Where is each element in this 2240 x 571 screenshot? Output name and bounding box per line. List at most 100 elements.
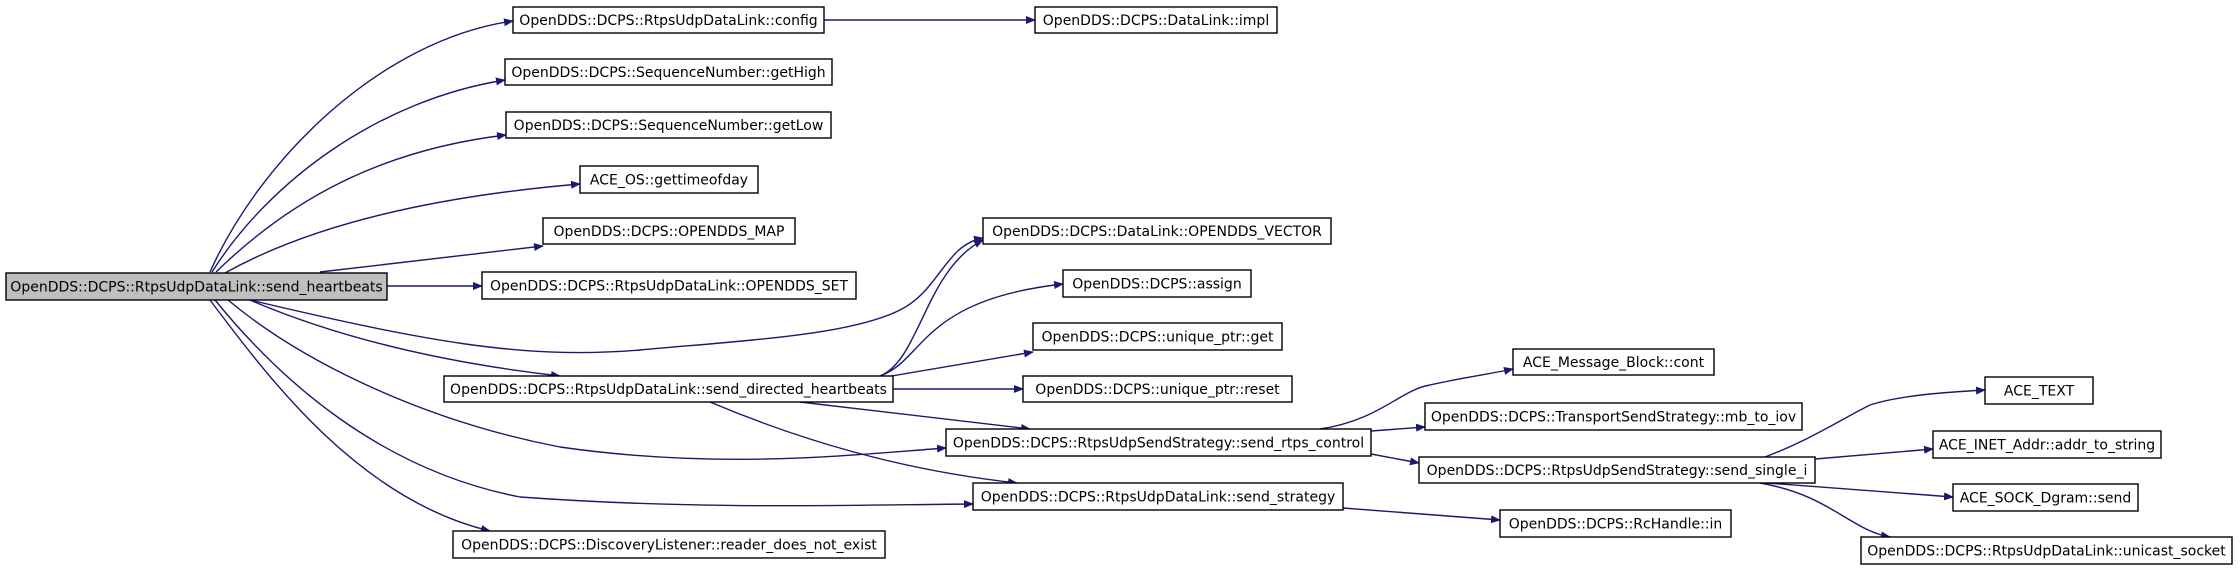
node-label: ACE_OS::gettimeofday	[590, 173, 748, 189]
edge-root-to-reader_dne	[209, 299, 491, 533]
graph-node-config[interactable]: OpenDDS::DCPS::RtpsUdpDataLink::config	[512, 6, 825, 34]
call-arrow	[249, 235, 984, 354]
edge-root-to-config	[209, 18, 514, 273]
call-arrow	[879, 239, 984, 377]
edge-root-to-opendds_vector	[249, 235, 984, 354]
graph-node-reader_dne[interactable]: OpenDDS::DCPS::DiscoveryListener::reader…	[452, 530, 886, 559]
node-box	[1062, 269, 1252, 298]
edge-root-to-send_rtps_control	[227, 299, 947, 461]
node-label: OpenDDS::DCPS::RtpsUdpDataLink::unicast_…	[1867, 544, 2226, 560]
call-arrow	[227, 299, 947, 461]
graph-node-send_strategy[interactable]: OpenDDS::DCPS::RtpsUdpDataLink::send_str…	[972, 482, 1344, 511]
edges-layer	[209, 16, 1986, 540]
edge-send_directed-to-opendds_vector	[879, 239, 984, 377]
graph-node-addr_to_string[interactable]: ACE_INET_Addr::addr_to_string	[1932, 430, 2162, 459]
node-box	[1984, 376, 2094, 405]
graph-node-getHigh[interactable]: OpenDDS::DCPS::SequenceNumber::getHigh	[504, 58, 833, 86]
edge-send_single_i-to-unicast_socket	[1759, 482, 1891, 540]
node-label: OpenDDS::DCPS::SequenceNumber::getHigh	[511, 65, 825, 81]
node-label: OpenDDS::DCPS::DiscoveryListener::reader…	[461, 538, 877, 554]
node-label: OpenDDS::DCPS::RtpsUdpSendStrategy::send…	[1427, 463, 1808, 479]
graph-node-send_single_i[interactable]: OpenDDS::DCPS::RtpsUdpSendStrategy::send…	[1418, 456, 1816, 484]
node-box	[1032, 322, 1283, 351]
node-label: OpenDDS::DCPS::SequenceNumber::getLow	[514, 118, 824, 134]
node-label: ACE_INET_Addr::addr_to_string	[1939, 438, 2155, 454]
node-box	[452, 530, 886, 559]
edge-send_directed-to-send_rtps_control	[799, 401, 1031, 432]
node-label: ACE_TEXT	[2004, 384, 2075, 400]
graph-node-rchandle_in[interactable]: OpenDDS::DCPS::RcHandle::in	[1499, 509, 1732, 538]
call-arrow	[879, 281, 1064, 377]
edge-send_directed-to-send_strategy	[709, 401, 1018, 486]
graph-root-node: OpenDDS::DCPS::RtpsUdpDataLink::send_hea…	[5, 272, 388, 301]
graph-node-getLow[interactable]: OpenDDS::DCPS::SequenceNumber::getLow	[505, 111, 832, 139]
graph-node-mb_to_iov[interactable]: OpenDDS::DCPS::TransportSendStrategy::mb…	[1424, 402, 1803, 431]
graph-node-msg_cont[interactable]: ACE_Message_Block::cont	[1512, 348, 1715, 376]
edge-send_rtps_control-to-msg_cont	[1319, 367, 1514, 430]
node-label: OpenDDS::DCPS::RtpsUdpDataLink::send_hea…	[10, 280, 382, 296]
node-label: OpenDDS::DCPS::RcHandle::in	[1509, 517, 1723, 533]
graph-node-unicast_socket[interactable]: OpenDDS::DCPS::RtpsUdpDataLink::unicast_…	[1860, 536, 2233, 565]
graph-node-ace_text[interactable]: ACE_TEXT	[1984, 376, 2094, 405]
edge-root-to-opendds_map	[319, 243, 544, 273]
graph-node-opendds_map[interactable]: OpenDDS::DCPS::OPENDDS_MAP	[542, 217, 796, 245]
node-label: OpenDDS::DCPS::RtpsUdpSendStrategy::send…	[953, 436, 1364, 452]
node-label: ACE_SOCK_Dgram::send	[1960, 491, 2132, 507]
call-arrow	[1764, 386, 1986, 458]
edge-send_single_i-to-dgram_send	[1766, 482, 1954, 501]
node-label: OpenDDS::DCPS::RtpsUdpDataLink::config	[519, 13, 817, 29]
graph-node-impl[interactable]: OpenDDS::DCPS::DataLink::impl	[1034, 6, 1278, 34]
node-box	[542, 217, 796, 245]
node-box	[1418, 456, 1816, 484]
edge-root-to-send_strategy	[214, 299, 974, 509]
graph-node-send_directed[interactable]: OpenDDS::DCPS::RtpsUdpDataLink::send_dir…	[443, 375, 894, 403]
node-box	[504, 58, 833, 86]
node-label: OpenDDS::DCPS::unique_ptr::get	[1042, 330, 1274, 346]
node-label: OpenDDS::DCPS::DataLink::impl	[1043, 13, 1269, 29]
node-box	[579, 165, 759, 194]
node-box	[1022, 375, 1293, 403]
graph-node-opendds_vector[interactable]: OpenDDS::DCPS::DataLink::OPENDDS_VECTOR	[982, 217, 1332, 245]
node-box	[1860, 536, 2233, 565]
call-arrow	[1370, 423, 1426, 432]
graph-node-uptr_get[interactable]: OpenDDS::DCPS::unique_ptr::get	[1032, 322, 1283, 351]
call-arrow	[215, 132, 507, 273]
node-box	[1424, 402, 1803, 431]
node-box	[972, 482, 1344, 511]
edge-send_directed-to-assign	[879, 281, 1064, 377]
graph-node-gettimeofday[interactable]: ACE_OS::gettimeofday	[579, 165, 759, 194]
call-arrow	[209, 299, 491, 533]
graph-node-dgram_send[interactable]: ACE_SOCK_Dgram::send	[1952, 483, 2139, 512]
node-box	[1512, 348, 1715, 376]
graph-node-assign[interactable]: OpenDDS::DCPS::assign	[1062, 269, 1252, 298]
node-label: OpenDDS::DCPS::OPENDDS_MAP	[554, 224, 785, 240]
node-label: OpenDDS::DCPS::RtpsUdpDataLink::OPENDDS_…	[490, 279, 849, 295]
edge-send_strategy-to-rchandle_in	[1342, 507, 1501, 524]
graph-node-send_rtps_control[interactable]: OpenDDS::DCPS::RtpsUdpSendStrategy::send…	[945, 428, 1372, 457]
node-box	[1932, 430, 2162, 459]
node-box	[505, 111, 832, 139]
node-box	[512, 6, 825, 34]
call-arrow	[1766, 482, 1954, 501]
node-label: OpenDDS::DCPS::unique_ptr::reset	[1035, 382, 1280, 398]
call-arrow	[209, 18, 514, 273]
graph-node-opendds_set[interactable]: OpenDDS::DCPS::RtpsUdpDataLink::OPENDDS_…	[481, 271, 857, 300]
nodes-layer: OpenDDS::DCPS::RtpsUdpDataLink::send_hea…	[5, 6, 2233, 565]
call-arrow	[214, 299, 974, 509]
graph-node-uptr_reset[interactable]: OpenDDS::DCPS::unique_ptr::reset	[1022, 375, 1293, 403]
node-label: OpenDDS::DCPS::RtpsUdpDataLink::send_str…	[981, 490, 1336, 506]
call-arrow	[1342, 507, 1501, 524]
edge-root-to-gettimeofday	[224, 180, 581, 274]
call-arrow	[1814, 445, 1934, 460]
edge-root-to-getLow	[215, 132, 507, 273]
node-label: OpenDDS::DCPS::TransportSendStrategy::mb…	[1431, 410, 1796, 426]
edge-root-to-send_directed	[249, 299, 561, 379]
node-box	[443, 375, 894, 403]
node-box	[1952, 483, 2139, 512]
call-arrow	[249, 299, 561, 379]
call-arrow	[799, 401, 1031, 432]
call-arrow	[211, 77, 506, 273]
node-box	[945, 428, 1372, 457]
edge-send_directed-to-uptr_get	[879, 349, 1034, 379]
